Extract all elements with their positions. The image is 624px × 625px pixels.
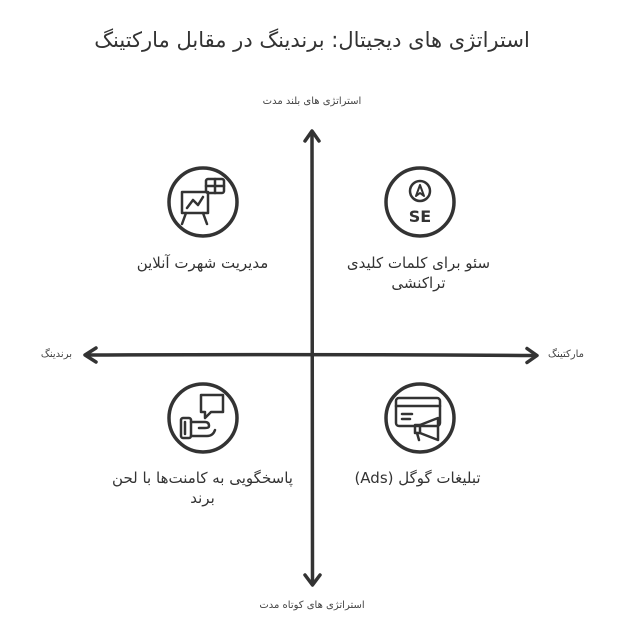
axis-label-marketing: مارکتینگ <box>548 349 584 360</box>
ads-megaphone-icon <box>382 380 458 456</box>
axis-label-long-term: استراتژی های بلند مدت <box>262 96 362 107</box>
arrow-down <box>303 573 322 587</box>
quadrant-label-seo: سئو برای کلمات کلیدی تراکنشی <box>346 254 491 292</box>
seo-icon-text: SE <box>409 207 431 226</box>
diagram-title: استراتژی های دیجیتال: برندینگ در مقابل م… <box>94 28 530 52</box>
quadrant-label-google-ads: تبلیغات گوگل (Ads) <box>354 469 481 487</box>
horizontal-axis <box>84 352 538 358</box>
vertical-axis <box>310 130 315 586</box>
chat-response-icon <box>165 380 241 456</box>
arrow-right <box>525 346 539 365</box>
axis-label-short-term: استراتژی های کوتاه مدت <box>259 600 365 611</box>
quadrant-label-brand-voice: پاسخگویی به کامنت‌ها با لحن برند <box>112 469 293 507</box>
axis-label-branding: برندینگ <box>40 349 72 360</box>
arrow-up <box>303 129 321 143</box>
presentation-board-icon <box>165 164 241 240</box>
seo-compass-icon: SE <box>382 164 458 240</box>
arrow-left <box>83 346 98 364</box>
quadrant-label-online-reputation: مدیریت شهرت آنلاین <box>136 254 269 272</box>
